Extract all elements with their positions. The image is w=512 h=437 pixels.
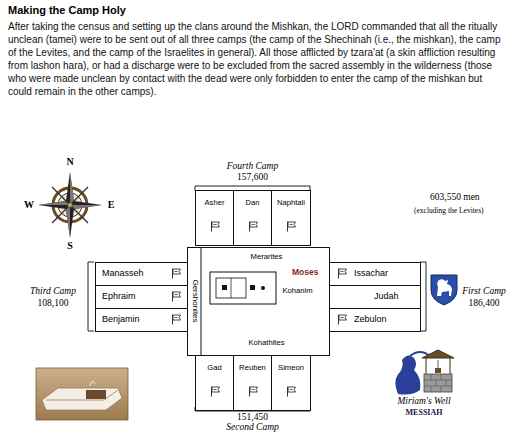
tribe-name: Ephraim — [102, 291, 136, 301]
tribe-banner — [171, 268, 182, 279]
compass-letter: W — [22, 199, 36, 210]
total-note: (excluding the Levites) — [414, 206, 508, 215]
tribe-banner — [337, 314, 348, 325]
tribe-banner — [171, 314, 182, 325]
tribe-banner — [210, 386, 221, 397]
tribe-name: Manasseh — [102, 268, 144, 278]
tribe-name: Naphtali — [272, 199, 310, 208]
tribe-box: Gad — [195, 355, 234, 411]
well-caption: MESSIAH — [378, 408, 470, 417]
camp-count: 157,600 — [200, 172, 305, 183]
tribe-name: Zebulon — [354, 314, 387, 324]
compass-letter: E — [104, 199, 118, 210]
tribe-box: Dan — [233, 190, 272, 246]
camp-name: Fourth Camp — [200, 161, 305, 172]
tribe-box: Simeon — [271, 355, 311, 411]
tribe-box: Ephraim — [95, 285, 188, 309]
levite-clan-name: Moses — [292, 268, 318, 278]
tribe-box: Issachar — [329, 262, 421, 286]
tribe-banner — [248, 221, 259, 232]
tribe-name: Asher — [196, 199, 233, 208]
tribe-name: Issachar — [354, 268, 388, 278]
levite-camp-box: MeraritesGershonites MosesKohathites Kohan… — [187, 247, 330, 356]
levite-clan-name: Kohathites — [202, 339, 331, 348]
priest-name: Kohanim — [280, 287, 315, 296]
camp-name: First Camp — [459, 286, 509, 297]
tribe-box: Reuben — [233, 355, 272, 411]
page-title: Making the Camp Holy — [8, 4, 126, 16]
tribe-box: Naphtali — [271, 190, 311, 246]
tribe-box: Benjamin — [95, 308, 188, 332]
tribe-name: Benjamin — [102, 314, 140, 324]
camp-name: Second Camp — [200, 422, 305, 433]
camp-count: 186,400 — [459, 298, 509, 309]
tabernacle-picture — [36, 368, 128, 420]
tribe-banner — [337, 268, 348, 279]
levite-clan-name: Merarites — [202, 253, 331, 262]
compass-letter: N — [60, 156, 80, 167]
compass-letter: S — [60, 240, 80, 251]
well-name: Miriam's Well — [378, 396, 470, 407]
total-count: 603,550 men — [430, 192, 508, 202]
tribe-box: Judah — [329, 285, 421, 309]
levite-clan-name: Gershonites — [190, 279, 199, 322]
tribe-name: Gad — [196, 364, 233, 373]
lion-emblem — [431, 275, 457, 305]
compass-rose — [38, 172, 102, 238]
miriams-well-picture — [395, 350, 454, 395]
tribe-name: Reuben — [234, 364, 271, 373]
camp-bracket — [88, 186, 426, 411]
tribe-banner — [286, 386, 297, 397]
priest-label-box: Kohanim — [280, 286, 315, 300]
camp-name: Third Camp — [22, 286, 84, 297]
tribe-banner — [171, 291, 182, 302]
tribe-box: Manasseh — [95, 262, 188, 286]
body-text: After taking the census and setting up t… — [8, 20, 506, 98]
tribe-name: Judah — [374, 291, 399, 301]
camp-count: 151,450 — [200, 412, 305, 423]
tribe-banner — [286, 221, 297, 232]
tribe-box: Asher — [195, 190, 234, 246]
tribe-banner — [248, 386, 259, 397]
tribe-banner — [210, 221, 221, 232]
tribe-name: Dan — [234, 199, 271, 208]
tribe-box: Zebulon — [329, 308, 421, 332]
camp-count: 108,100 — [22, 298, 84, 309]
tribe-name: Simeon — [272, 364, 310, 373]
